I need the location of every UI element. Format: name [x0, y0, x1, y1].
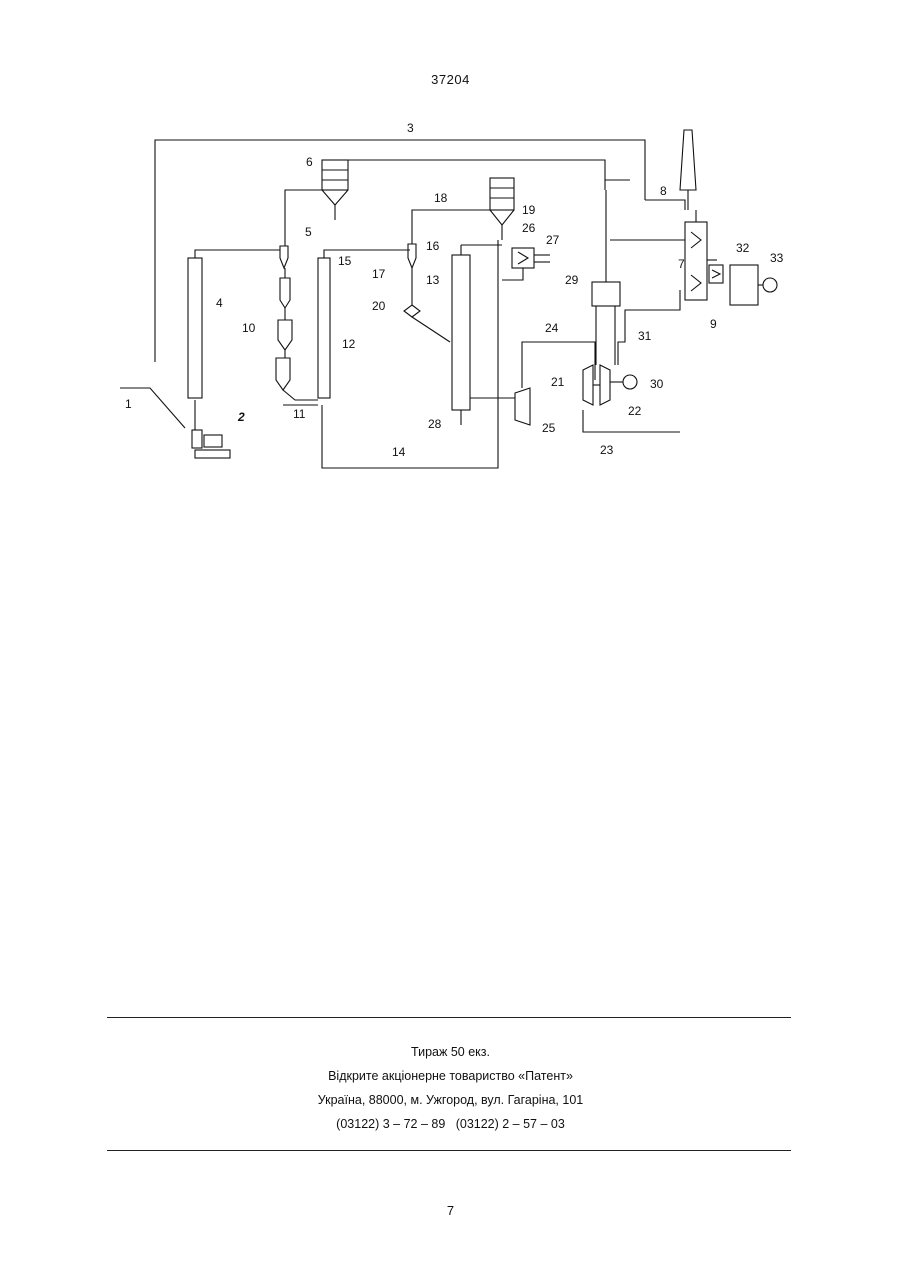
label-2: 2 — [237, 410, 245, 424]
label-24: 24 — [545, 321, 559, 335]
bottom-divider — [107, 1150, 791, 1151]
label-4: 4 — [216, 296, 223, 310]
turbine-22 — [600, 365, 610, 405]
label-20: 20 — [372, 299, 386, 313]
top-divider — [107, 1017, 791, 1018]
line-31 — [618, 290, 680, 365]
label-23: 23 — [600, 443, 614, 457]
imprint-address: Україна, 88000, м. Ужгород, вул. Гагарін… — [0, 1088, 901, 1112]
unit-2-housing — [192, 430, 202, 448]
label-22: 22 — [628, 404, 642, 418]
label-8: 8 — [660, 184, 667, 198]
label-28: 28 — [428, 417, 442, 431]
label-26: 26 — [522, 221, 536, 235]
unit-10-a — [280, 278, 290, 308]
line-24 — [522, 342, 540, 388]
riser-12 — [318, 258, 330, 398]
label-32: 32 — [736, 241, 750, 255]
valve-20 — [404, 305, 420, 317]
compressor-25 — [515, 388, 530, 425]
unit-32 — [730, 265, 758, 305]
imprint-phones: (03122) 3 – 72 – 89 (03122) 2 – 57 – 03 — [0, 1112, 901, 1136]
hopper-19 — [490, 178, 514, 210]
boiler-7 — [685, 222, 707, 300]
label-6: 6 — [306, 155, 313, 169]
unit-10-c — [276, 358, 290, 390]
label-33: 33 — [770, 251, 784, 265]
line-11 — [283, 390, 318, 400]
label-14: 14 — [392, 445, 406, 459]
label-27: 27 — [546, 233, 560, 247]
cyclone-16 — [408, 244, 416, 268]
imprint-circulation: Тираж 50 екз. — [0, 1040, 901, 1064]
label-31: 31 — [638, 329, 652, 343]
exchanger-26 — [512, 248, 534, 268]
label-7: 7 — [678, 257, 685, 271]
label-3: 3 — [407, 121, 414, 135]
label-25: 25 — [542, 421, 556, 435]
imprint-block: Тираж 50 екз. Відкрите акціонерне товари… — [0, 1040, 901, 1136]
imprint-publisher: Відкрите акціонерне товариство «Патент» — [0, 1064, 901, 1088]
line-14 — [322, 240, 498, 468]
line-15 — [324, 250, 410, 258]
line-3 — [155, 140, 645, 362]
line-18 — [412, 210, 490, 244]
cyclone-5 — [280, 246, 288, 268]
process-flow-diagram: 1 2 3 4 5 6 7 8 9 10 11 12 13 14 15 16 1… — [110, 110, 800, 485]
turbine-21 — [583, 365, 593, 405]
label-9: 9 — [710, 317, 717, 331]
label-15: 15 — [338, 254, 352, 268]
document-number: 37204 — [0, 72, 901, 87]
label-19: 19 — [522, 203, 536, 217]
label-17: 17 — [372, 267, 386, 281]
label-12: 12 — [342, 337, 356, 351]
column-4 — [188, 258, 202, 398]
label-18: 18 — [434, 191, 448, 205]
hopper-6 — [322, 160, 348, 190]
label-5: 5 — [305, 225, 312, 239]
stack — [680, 130, 696, 190]
page-number: 7 — [0, 1203, 901, 1218]
label-1: 1 — [125, 397, 132, 411]
generator-33 — [763, 278, 777, 292]
generator-30 — [623, 375, 637, 389]
label-30: 30 — [650, 377, 664, 391]
label-21: 21 — [551, 375, 565, 389]
diagram-svg: 1 2 3 4 5 6 7 8 9 10 11 12 13 14 15 16 1… — [110, 110, 800, 485]
label-13: 13 — [426, 273, 440, 287]
label-16: 16 — [426, 239, 440, 253]
label-11: 11 — [293, 407, 306, 421]
label-10: 10 — [242, 321, 256, 335]
column-13 — [452, 255, 470, 410]
unit-10-b — [278, 320, 292, 350]
label-29: 29 — [565, 273, 579, 287]
unit-29 — [592, 282, 620, 306]
